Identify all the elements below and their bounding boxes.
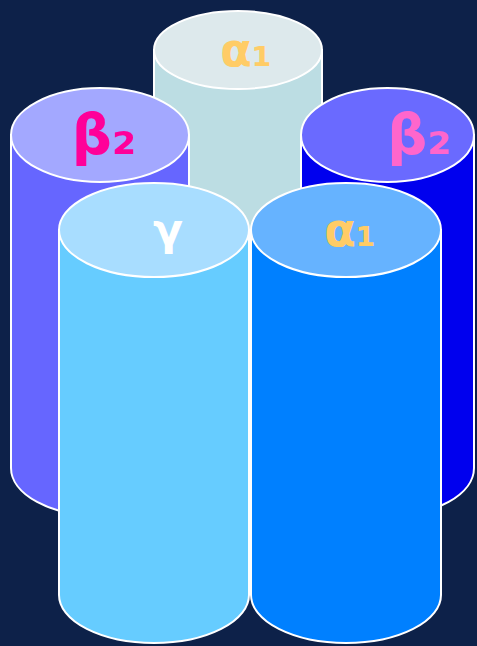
cylinder-cap: β₂ xyxy=(300,87,475,183)
subunit-label: α₁ xyxy=(324,207,376,253)
cylinder-top xyxy=(11,88,189,182)
cylinder-cap: α₁ xyxy=(250,182,442,278)
cylinder-top xyxy=(301,88,474,182)
cylinder-body xyxy=(59,230,249,643)
cylinder-cap: γ xyxy=(58,182,250,278)
cylinder-top xyxy=(251,183,441,277)
cylinder-top xyxy=(59,183,249,277)
subunit-label: γ xyxy=(153,208,183,252)
subunit-cylinder: α₁ xyxy=(250,182,442,644)
subunit-label: β₂ xyxy=(72,107,137,163)
cylinder-cap: α₁ xyxy=(153,10,323,90)
subunit-cylinder: γ xyxy=(58,182,250,644)
subunit-label: β₂ xyxy=(387,107,452,163)
subunit-label: α₁ xyxy=(220,27,272,73)
cylinder-body xyxy=(251,230,441,643)
cylinder-cap: β₂ xyxy=(10,87,190,183)
cylinder-top xyxy=(154,11,322,89)
